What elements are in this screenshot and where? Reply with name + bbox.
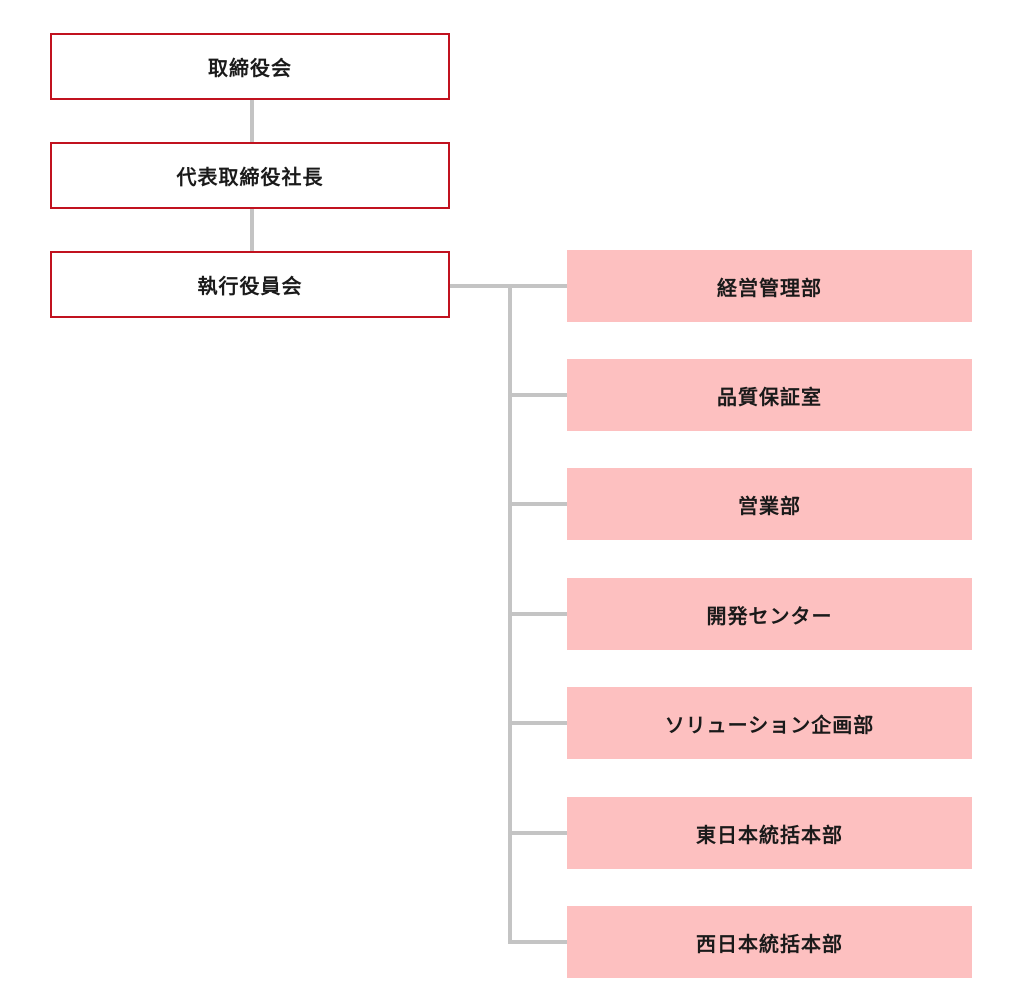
connector-president-executive	[250, 209, 254, 251]
connector-branch-1	[508, 284, 567, 288]
dept-development-center: 開発センター	[567, 578, 972, 650]
dept-west-japan-headquarters: 西日本統括本部	[567, 906, 972, 978]
executive-officers-committee-box: 執行役員会	[50, 251, 450, 318]
connector-board-president	[250, 100, 254, 142]
connector-executive-trunk	[450, 284, 512, 288]
dept-east-japan-headquarters: 東日本統括本部	[567, 797, 972, 869]
dept-management-administration: 経営管理部	[567, 250, 972, 322]
dept-solution-planning: ソリューション企画部	[567, 687, 972, 759]
board-of-directors-box: 取締役会	[50, 33, 450, 100]
dept-quality-assurance: 品質保証室	[567, 359, 972, 431]
connector-branch-2	[508, 393, 567, 397]
connector-branch-4	[508, 612, 567, 616]
connector-branch-7	[508, 940, 567, 944]
connector-branch-5	[508, 721, 567, 725]
connector-branch-3	[508, 502, 567, 506]
president-ceo-box: 代表取締役社長	[50, 142, 450, 209]
connector-branch-6	[508, 831, 567, 835]
dept-sales: 営業部	[567, 468, 972, 540]
